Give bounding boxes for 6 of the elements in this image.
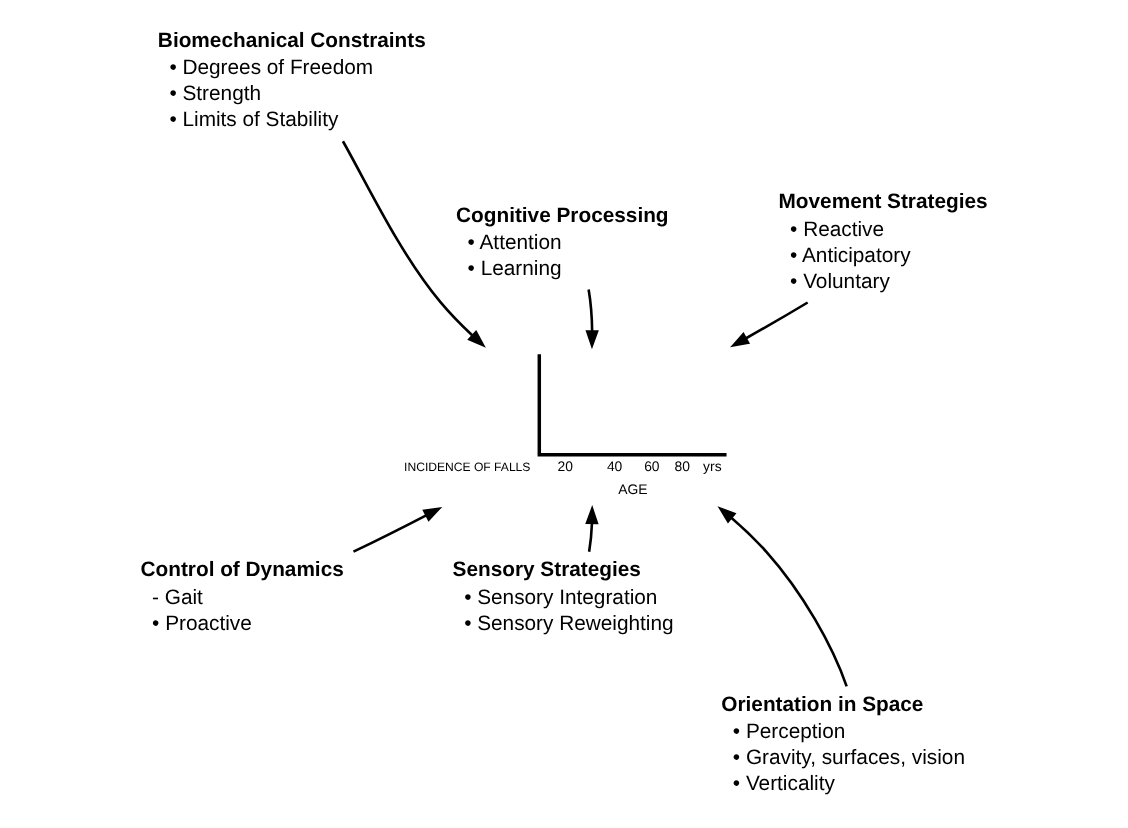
node-text: Biomechanical Constraints • Degrees of Freedom • Strength • Limits of Stability bbox=[157, 30, 426, 133]
node-text: Orientation in Space • Perception • Gravity, surfaces, vision • Verticality bbox=[721, 694, 965, 797]
node-text: Control of Dynamics - Gait • Proactive bbox=[140, 560, 344, 637]
node-text: Movement Strategies • Reactive • Anticipatory • Voluntary bbox=[778, 191, 988, 294]
node-text: Sensory Strategies • Sensory Integration • Sensory Reweighting bbox=[452, 560, 674, 637]
node-text: Cognitive Processing • Attention • Learning bbox=[456, 205, 669, 282]
